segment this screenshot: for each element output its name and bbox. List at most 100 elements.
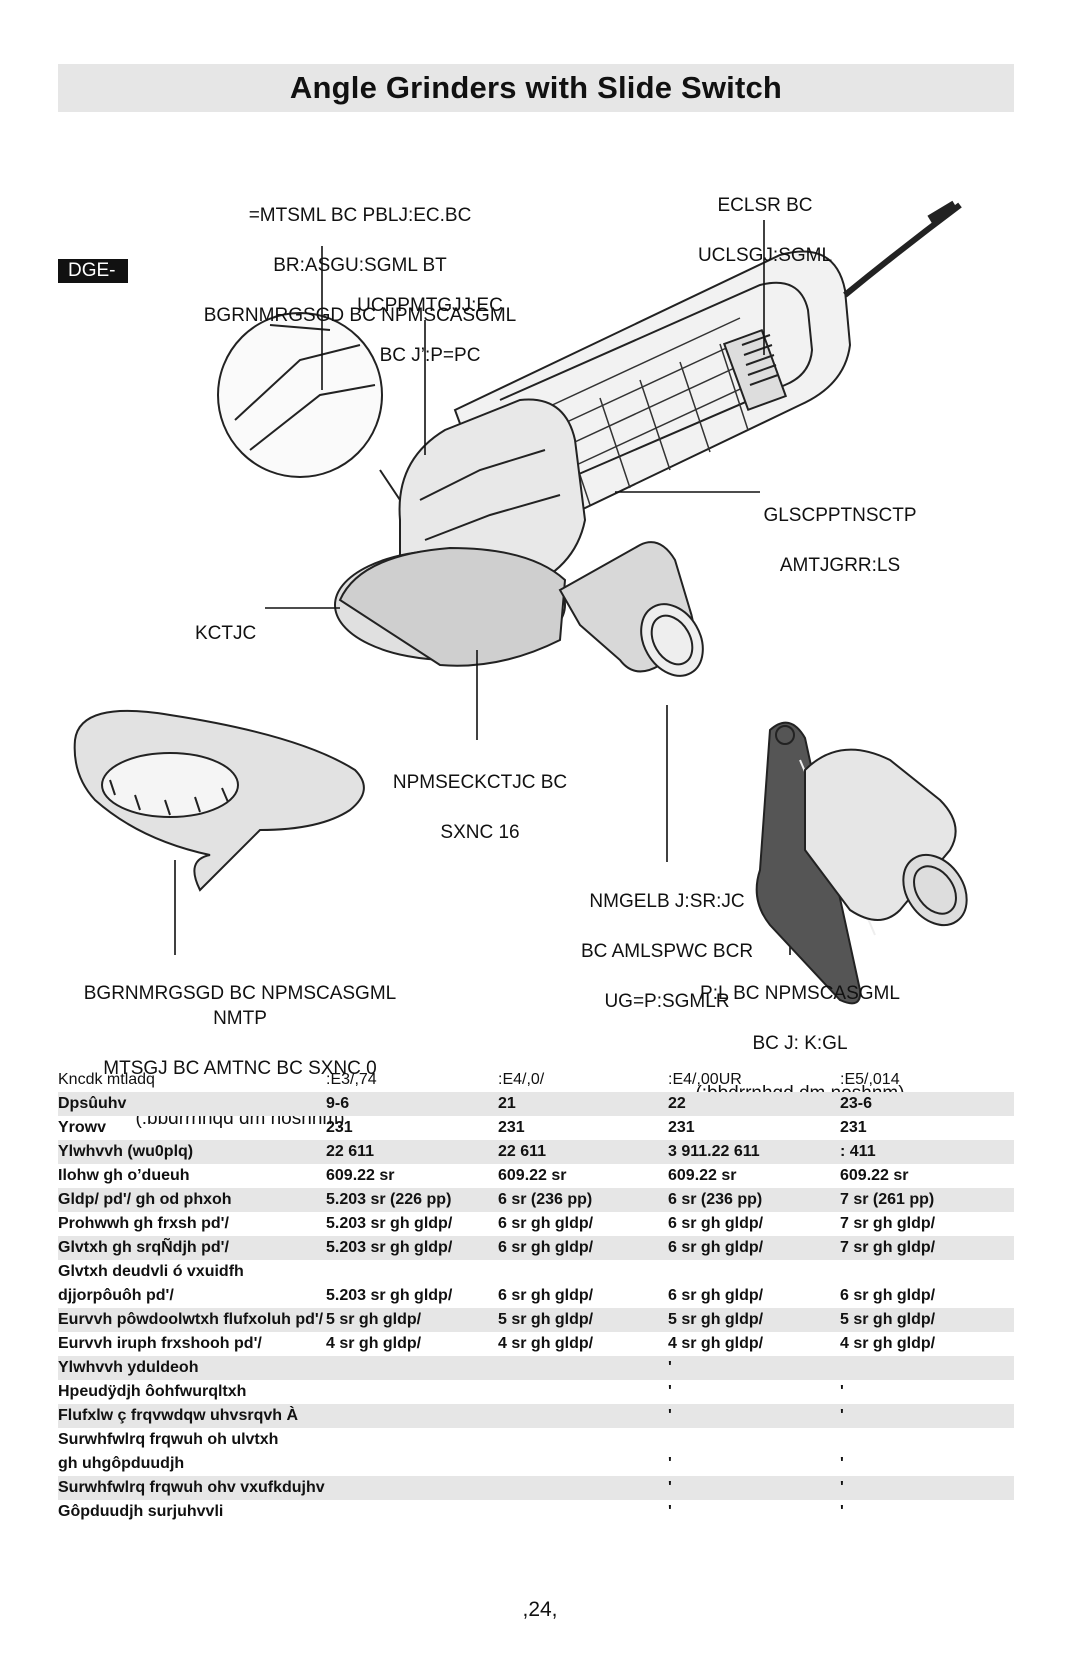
row-label: Prohwwh gh frxsh pd'/ bbox=[58, 1215, 229, 1232]
table-cell: 7 sr (261 pp) bbox=[840, 1188, 1014, 1212]
table-row: Surwhfwlrq frqwuh ohv vxufkdujhv '' bbox=[58, 1476, 1014, 1500]
table-row: Eurvvh pôwdoolwtxh flufxoluh pd'/5 sr gh… bbox=[58, 1308, 1014, 1332]
page-number: ,24, bbox=[522, 1598, 558, 1621]
table-cell bbox=[498, 1260, 668, 1284]
row-label: Eurvvh iruph frxshooh pd'/ bbox=[58, 1335, 262, 1352]
table-cell: ' bbox=[668, 1356, 840, 1380]
loose-guard-right bbox=[755, 721, 862, 1005]
table-cell: ' bbox=[840, 1476, 1014, 1500]
table-cell: 6 sr gh gldp/ bbox=[668, 1287, 764, 1304]
table-cell: 4 sr gh gldp/ bbox=[840, 1335, 936, 1352]
table-cell: 609.22 sr bbox=[668, 1167, 737, 1184]
row-label: Ylwhvvh yduldeoh bbox=[58, 1356, 326, 1380]
row-label: Glvtxh deudvli ó vxuidfh bbox=[58, 1263, 244, 1280]
specifications-table: Kncdk mtladq :E3/,74 :E4/,0/ :E4/,00UR :… bbox=[58, 1068, 1014, 1524]
table-cell bbox=[498, 1404, 668, 1428]
table-row: Glvtxh gh srqÑdjh pd'/5.203 sr gh gldp/6… bbox=[58, 1236, 1014, 1260]
table-cell: ' bbox=[840, 1455, 844, 1472]
table-row: djjorpôuôh pd'/5.203 sr gh gldp/6 sr gh … bbox=[58, 1284, 1014, 1308]
figure-tag: DGE- 1 bbox=[58, 259, 128, 305]
table-cell bbox=[498, 1476, 668, 1500]
table-row: Glvtxh deudvli ó vxuidfh bbox=[58, 1260, 1014, 1284]
table-cell bbox=[326, 1452, 498, 1476]
row-label: Eurvvh pôwdoolwtxh flufxoluh pd'/ bbox=[58, 1308, 326, 1332]
header-model-3: :E4/,00UR bbox=[668, 1071, 742, 1088]
table-cell bbox=[498, 1452, 668, 1476]
table-cell: ' bbox=[668, 1383, 672, 1400]
callout-guard-left: BGRNMRGSGD BC NPMSCASGML NMTP MTSGJ BC A… bbox=[83, 983, 397, 1129]
callout-vent: UCPPMTGJJ:EC BC J’:P=PC bbox=[357, 295, 503, 366]
table-cell: 9-6 bbox=[326, 1092, 498, 1116]
table-cell bbox=[326, 1500, 498, 1524]
header-model-label: Kncdk mtladq bbox=[58, 1071, 155, 1088]
table-row: Surwhfwlrq frqwuh oh ulvtxh bbox=[58, 1428, 1014, 1452]
table-cell: 609.22 sr bbox=[326, 1167, 395, 1184]
table-cell: 7 sr gh gldp/ bbox=[840, 1236, 1014, 1260]
page-title: Angle Grinders with Slide Switch bbox=[289, 70, 783, 105]
table-cell: ' bbox=[668, 1455, 672, 1472]
callout-side-handle: GLSCPPTNSCTP AMTJGRR:LS bbox=[763, 505, 917, 576]
row-label: Dpsûuhv bbox=[58, 1092, 326, 1116]
table-cell bbox=[668, 1260, 840, 1284]
row-label: Flufxlw ç frqvwdqw uhvsrqvh À bbox=[58, 1404, 326, 1428]
table-row: gh uhgôpduudjh ' ' bbox=[58, 1452, 1014, 1476]
detail-circle bbox=[217, 312, 383, 478]
row-label: Ilohw gh o’dueuh bbox=[58, 1167, 190, 1184]
table-cell bbox=[326, 1356, 498, 1380]
table-cell: 5 sr gh gldp/ bbox=[498, 1308, 668, 1332]
row-label: Surwhfwlrq frqwuh ohv vxufkdujhv bbox=[58, 1476, 326, 1500]
table-cell bbox=[668, 1428, 840, 1452]
row-label: Ylwhvvh (wu0plq) bbox=[58, 1140, 326, 1164]
row-label: Gôpduudjh surjuhvvli bbox=[58, 1503, 224, 1520]
table-cell: ' bbox=[668, 1503, 672, 1520]
table-cell: ' bbox=[840, 1404, 1014, 1428]
table-cell bbox=[326, 1380, 498, 1404]
table-cell: 231 bbox=[668, 1119, 695, 1136]
table-cell: 6 sr gh gldp/ bbox=[840, 1287, 936, 1304]
power-cord bbox=[843, 202, 962, 298]
table-cell: : 411 bbox=[840, 1140, 1014, 1164]
table-cell: 21 bbox=[498, 1092, 668, 1116]
angle-grinder-illustration bbox=[73, 200, 968, 1005]
table-cell bbox=[498, 1356, 668, 1380]
table-cell bbox=[840, 1356, 1014, 1380]
table-header-row: Kncdk mtladq :E3/,74 :E4/,0/ :E4/,00UR :… bbox=[58, 1068, 1014, 1092]
callout-lock-lever: =MTSML BC PBLJ:EC.BC BR:ASGU:SGML BT BGR… bbox=[203, 205, 517, 326]
table-cell: 231 bbox=[326, 1119, 353, 1136]
table-cell: 22 bbox=[668, 1092, 840, 1116]
wheel-guard bbox=[338, 546, 567, 667]
table-cell: ' bbox=[668, 1476, 840, 1500]
table-cell bbox=[498, 1500, 668, 1524]
row-label: gh uhgôpduudjh bbox=[58, 1455, 185, 1472]
table-cell: 6 sr (236 pp) bbox=[668, 1188, 840, 1212]
slide-switch bbox=[722, 328, 788, 412]
row-label: Surwhfwlrq frqwuh oh ulvtxh bbox=[58, 1431, 279, 1448]
table-cell: 5 sr gh gldp/ bbox=[326, 1308, 498, 1332]
row-label: Gldp/ pd'/ gh od phxoh bbox=[58, 1188, 326, 1212]
row-label: Glvtxh gh srqÑdjh pd'/ bbox=[58, 1236, 326, 1260]
table-cell: 5 sr gh gldp/ bbox=[840, 1308, 1014, 1332]
table-cell: 7 sr gh gldp/ bbox=[840, 1215, 936, 1232]
table-cell: 5.203 sr gh gldp/ bbox=[326, 1236, 498, 1260]
table-cell: 6 sr gh gldp/ bbox=[498, 1236, 668, 1260]
table-row: Flufxlw ç frqvwdqw uhvsrqvh À'' bbox=[58, 1404, 1014, 1428]
table-cell: 4 sr gh gldp/ bbox=[498, 1335, 594, 1352]
callout-switch: ECLSR BC UCLSGJ:SGML bbox=[697, 195, 833, 266]
table-row: Gôpduudjh surjuhvvli ' ' bbox=[58, 1500, 1014, 1524]
table-row: Hpeudÿdjh ôohfwurqltxh'' bbox=[58, 1380, 1014, 1404]
table-cell bbox=[326, 1260, 498, 1284]
table-row: Prohwwh gh frxsh pd'/5.203 sr gh gldp/6 … bbox=[58, 1212, 1014, 1236]
table-cell bbox=[326, 1428, 498, 1452]
callout-spindle: NPMSECKCTJC BC SXNC 16 bbox=[392, 772, 568, 843]
header-model-2: :E4/,0/ bbox=[498, 1071, 545, 1088]
table-cell: 5.203 sr gh gldp/ bbox=[326, 1287, 453, 1304]
table-cell: 6 sr gh gldp/ bbox=[668, 1215, 764, 1232]
table-cell: ' bbox=[840, 1503, 844, 1520]
table-cell: 6 sr (236 pp) bbox=[498, 1188, 668, 1212]
header-model-4: :E5/,014 bbox=[840, 1071, 900, 1088]
table-cell: 22 611 bbox=[498, 1140, 668, 1164]
table-cell bbox=[326, 1476, 498, 1500]
